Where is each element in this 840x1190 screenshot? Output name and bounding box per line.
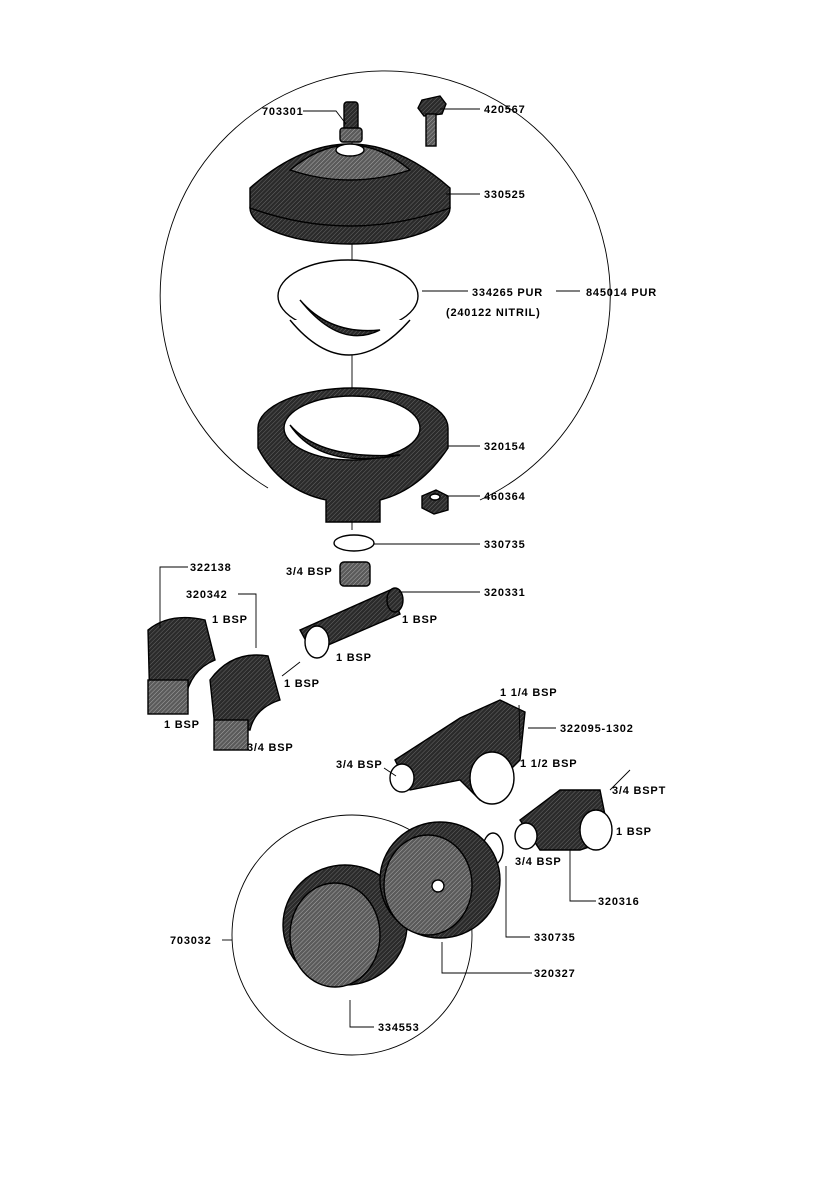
label-330735-upper: 330735 [484, 539, 526, 551]
label-703301: 703301 [262, 106, 304, 118]
label-322138: 322138 [190, 562, 232, 574]
thread-1bsp-elbow-bottom: 1 BSP [164, 719, 200, 731]
thread-34bsp-tee2: 3/4 BSP [336, 759, 383, 771]
label-845014: 845014 PUR [586, 287, 657, 299]
thread-34bsp-top: 3/4 BSP [286, 566, 333, 578]
thread-1bsp-tee-right: 1 BSP [402, 614, 438, 626]
label-320342: 320342 [186, 589, 228, 601]
thread-1bsp-tee3: 1 BSP [616, 826, 652, 838]
label-320331: 320331 [484, 587, 526, 599]
thread-1-1-4bsp: 1 1/4 BSP [500, 687, 557, 699]
label-320154: 320154 [484, 441, 526, 453]
label-330735-lower: 330735 [534, 932, 576, 944]
label-420567: 420567 [484, 104, 526, 116]
elbow-fitting-1bsp [148, 618, 215, 714]
thread-1bsp-tee-left: 1 BSP [336, 652, 372, 664]
diaphragm [278, 260, 418, 355]
label-330525: 330525 [484, 189, 526, 201]
thread-1-1-2bsp: 1 1/2 BSP [520, 758, 577, 770]
label-240122: (240122 NITRIL) [446, 307, 541, 319]
label-703032: 703032 [170, 935, 212, 947]
strainer-body [380, 822, 500, 938]
label-460364: 460364 [484, 491, 526, 503]
label-320327: 320327 [534, 968, 576, 980]
label-334265: 334265 PUR [472, 287, 543, 299]
valve-body-flange [258, 388, 448, 522]
bolt [418, 96, 446, 146]
thread-34bsp-elbow2: 3/4 BSP [247, 742, 294, 754]
label-334553: 334553 [378, 1022, 420, 1034]
label-320316: 320316 [598, 896, 640, 908]
thread-1bsp-elbow: 1 BSP [212, 614, 248, 626]
thread-1bsp-elbow2: 1 BSP [284, 678, 320, 690]
elbow-fitting-34bsp [210, 655, 280, 750]
o-ring-upper [334, 535, 374, 551]
label-322095-1302: 322095-1302 [560, 723, 634, 735]
thread-34bspt: 3/4 BSPT [612, 785, 666, 797]
nut [422, 490, 448, 514]
tee-fitting-322095 [390, 700, 525, 804]
thread-34bsp-tee3: 3/4 BSP [515, 856, 562, 868]
tee-fitting-320316 [515, 790, 612, 850]
diaphragm-cover [250, 144, 450, 244]
valve-stem-fitting [340, 102, 362, 142]
